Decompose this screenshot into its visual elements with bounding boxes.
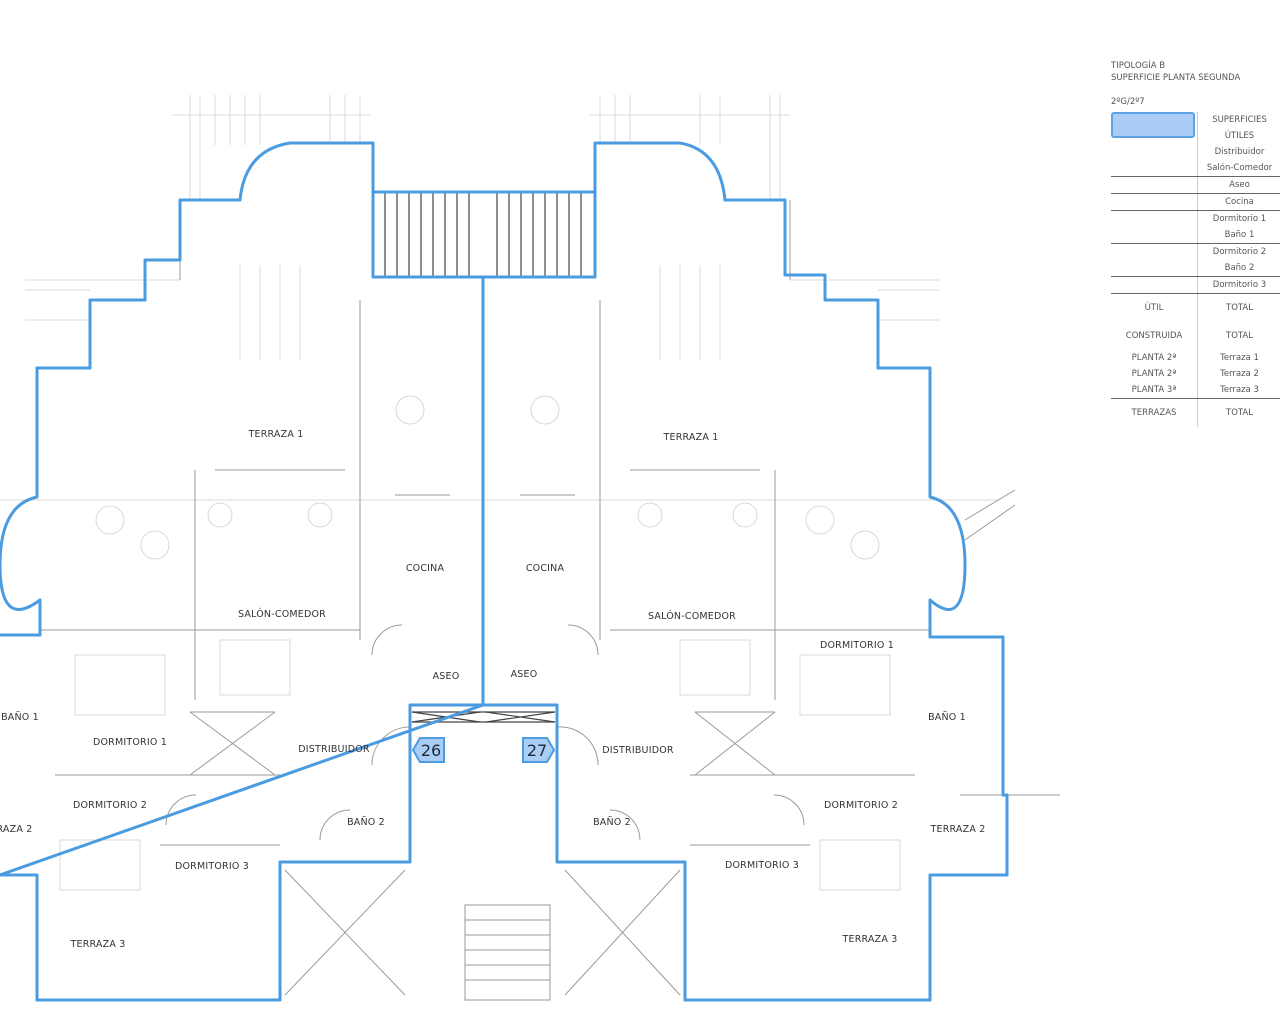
room-row: Cocina [1197,193,1280,211]
room-distribuidor: DISTRIBUIDOR [298,744,370,755]
room-dormitorio-2: DORMITORIO 2 [73,800,147,811]
unit-number-27: 27 [527,741,547,760]
room-row: Salón-Comedor [1197,160,1280,177]
legend-subtitle: SUPERFICIE PLANTA SEGUNDA [1111,73,1241,83]
terrace-planta: PLANTA 2ª [1131,353,1177,363]
terrace-planta: PLANTA 3ª [1111,382,1198,399]
unit-badge-26[interactable]: 26 [411,737,445,763]
legend-units-code: 2ºG/2º7 [1111,97,1145,107]
room-distribuidor: DISTRIBUIDOR [602,745,674,756]
util-value: TOTAL [1197,293,1280,322]
unit-badge-27[interactable]: 27 [522,737,556,763]
terrace-planta: PLANTA 2ª [1131,369,1177,379]
floor-plan: 26 27 TERRAZA 1 COCINA SALÓN-COMEDOR ASE… [0,95,1060,1002]
room-terraza-3: TERRAZA 3 [70,939,126,950]
room-row: Dormitorio 3 [1197,276,1280,294]
construida-value: TOTAL [1197,322,1280,350]
room-dormitorio-2: DORMITORIO 2 [824,800,898,811]
room-row: Dormitorio 1 [1197,210,1280,227]
room-dormitorio-1: DORMITORIO 1 [820,640,894,651]
terrace-name: Terraza 2 [1197,366,1280,382]
legend-header: SUPERFICIES ÚTILES [1197,112,1280,144]
unit-number-26: 26 [421,741,441,760]
room-cocina: COCINA [406,563,445,574]
room-dormitorio-3: DORMITORIO 3 [725,860,799,871]
util-label: ÚTIL [1144,303,1164,313]
room-row: Baño 1 [1197,227,1280,244]
room-terraza-1: TERRAZA 1 [663,432,719,443]
unit-27-outline[interactable] [481,141,1009,1002]
room-row: Dormitorio 2 [1197,243,1280,260]
room-labels-left: TERRAZA 1 COCINA SALÓN-COMEDOR ASEO DIST… [0,429,459,950]
terrazas-value: TOTAL [1197,398,1280,427]
plan-linework [0,95,1060,1001]
terrace-name: Terraza 3 [1197,382,1280,399]
room-row: Aseo [1197,176,1280,194]
terrace-name: Terraza 1 [1197,350,1280,366]
room-terraza-2: TERRAZA 2 [930,824,986,835]
room-labels-right: TERRAZA 1 COCINA SALÓN-COMEDOR ASEO DIST… [511,432,986,945]
construida-label: CONSTRUIDA [1125,331,1183,341]
unit-26-outline[interactable] [0,141,485,1002]
surface-legend: TIPOLOGÍA B SUPERFICIE PLANTA SEGUNDA 2º… [1111,60,1280,427]
room-cocina: COCINA [526,563,565,574]
stair-outline [371,190,597,279]
room-row: Distribuidor [1197,144,1280,160]
legend-swatch [1111,112,1195,138]
room-dormitorio-3: DORMITORIO 3 [175,861,249,872]
terrazas-label: TERRAZAS [1131,408,1177,418]
room-terraza-2: TERRAZA 2 [0,824,33,835]
room-bano-2: BAÑO 2 [593,817,631,828]
room-dormitorio-1: DORMITORIO 1 [93,737,167,748]
room-bano-2: BAÑO 2 [347,817,385,828]
room-aseo: ASEO [433,671,460,682]
room-salon-comedor: SALÓN-COMEDOR [238,608,326,620]
room-salon-comedor: SALÓN-COMEDOR [648,610,736,622]
legend-title: TIPOLOGÍA B [1111,61,1166,71]
room-bano-1: BAÑO 1 [1,712,39,723]
room-terraza-3: TERRAZA 3 [842,934,898,945]
room-bano-1: BAÑO 1 [928,712,966,723]
room-terraza-1: TERRAZA 1 [248,429,304,440]
room-row: Baño 2 [1197,260,1280,277]
room-aseo: ASEO [511,669,538,680]
surface-table: SUPERFICIES ÚTILES Distribuidor Salón-Co… [1111,112,1280,427]
